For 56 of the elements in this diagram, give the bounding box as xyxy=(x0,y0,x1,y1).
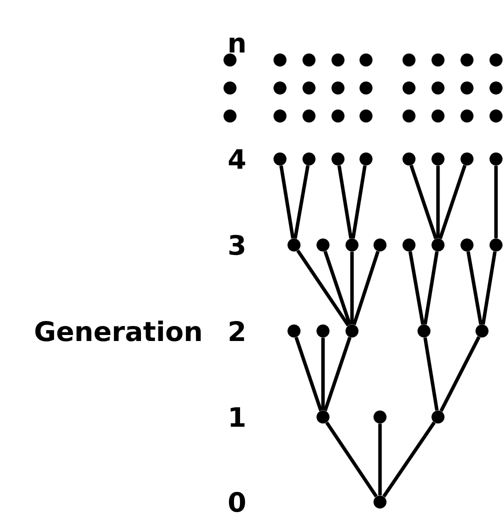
tree-dot xyxy=(432,238,444,252)
tree-dot xyxy=(346,324,358,338)
tree-dot xyxy=(374,410,386,424)
tree-dot xyxy=(460,152,474,166)
tree-line xyxy=(351,165,367,239)
tree-line xyxy=(481,251,497,325)
tree-line xyxy=(423,251,439,325)
tree-dot xyxy=(418,324,430,338)
tree-line xyxy=(321,338,325,410)
tree-dot xyxy=(460,238,474,252)
tree-line xyxy=(294,336,323,412)
tree-line xyxy=(409,164,438,240)
tree-line xyxy=(466,251,483,325)
tree-dot xyxy=(490,238,502,252)
tree-dot xyxy=(288,324,300,338)
tree-dot xyxy=(316,238,330,252)
generation-number: 0 xyxy=(228,492,246,512)
tree-line xyxy=(494,166,498,238)
tree-dot xyxy=(346,238,358,252)
tree-dot xyxy=(374,238,386,252)
tree-line xyxy=(352,250,380,326)
generation-number: 2 xyxy=(230,321,244,341)
generation-number: n xyxy=(230,37,244,53)
tree-line xyxy=(350,252,354,324)
tree-dot xyxy=(288,238,300,252)
tree-dot xyxy=(374,496,386,508)
generation-number: 3 xyxy=(229,234,244,256)
tree-dot xyxy=(490,152,502,166)
tree-dot xyxy=(332,152,344,166)
generation-number: 4 xyxy=(228,149,246,169)
tree-line xyxy=(337,165,353,239)
axis-title: Generation xyxy=(35,320,201,342)
tree-line xyxy=(279,165,295,239)
tree-dot xyxy=(274,152,286,166)
tree-dot xyxy=(476,324,488,338)
tree-dot xyxy=(316,324,330,338)
tree-line xyxy=(378,424,382,496)
tree-line xyxy=(440,336,481,412)
tree-line xyxy=(323,250,352,326)
tree-line xyxy=(382,422,436,498)
generation-number: 1 xyxy=(230,407,245,427)
tree-dot xyxy=(432,152,444,166)
tree-line xyxy=(408,251,425,325)
tree-dot xyxy=(402,238,416,252)
tree-dot xyxy=(402,152,416,166)
tree-line xyxy=(438,164,467,240)
tree-line xyxy=(436,166,440,238)
tree-dot xyxy=(316,410,330,424)
tree-line xyxy=(423,337,439,411)
tree-dot xyxy=(360,152,372,166)
tree-line xyxy=(325,422,378,498)
tree-line xyxy=(296,250,350,326)
tree-dot xyxy=(432,410,444,424)
tree-dot xyxy=(302,152,316,166)
tree-line xyxy=(323,336,352,412)
tree-line xyxy=(293,165,310,239)
